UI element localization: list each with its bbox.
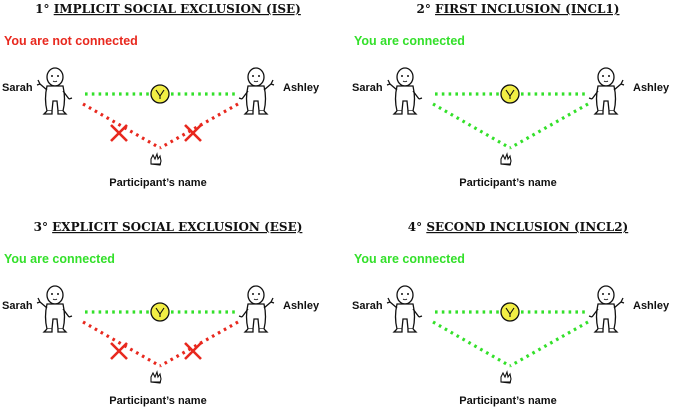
player-name-ashley: Ashley <box>633 82 670 94</box>
exclusion-cross-left <box>110 342 128 360</box>
exclusion-cross-right <box>184 342 202 360</box>
participant-hand-icon <box>500 153 512 166</box>
connection-status: You are connected <box>4 252 115 266</box>
panel-title-text: SECOND INCLUSION (INCL2) <box>426 220 628 234</box>
connection-status: You are not connected <box>4 34 138 48</box>
link-sarah-participant <box>432 320 511 368</box>
player-sarah-icon <box>36 67 73 115</box>
player-ashley-icon <box>588 285 625 333</box>
panel-number: 1° <box>35 2 54 16</box>
connection-status: You are connected <box>354 252 465 266</box>
panel-number: 3° <box>34 220 53 234</box>
link-ashley-participant <box>159 320 239 368</box>
ball-icon <box>150 302 170 322</box>
player-name-ashley: Ashley <box>633 300 670 312</box>
player-name-sarah: Sarah <box>352 300 383 312</box>
participant-name: Participant’s name <box>109 395 206 407</box>
link-sarah-participant <box>432 102 511 150</box>
player-sarah-icon <box>386 285 423 333</box>
player-name-ashley: Ashley <box>283 300 320 312</box>
panel-title: 3° EXPLICIT SOCIAL EXCLUSION (ESE) <box>34 220 303 234</box>
player-sarah-icon <box>386 67 423 115</box>
player-name-sarah: Sarah <box>2 82 33 94</box>
connection-status: You are connected <box>354 34 465 48</box>
player-sarah-icon <box>36 285 73 333</box>
player-name-sarah: Sarah <box>2 300 33 312</box>
link-ashley-participant <box>509 102 589 150</box>
exclusion-cross-left <box>110 124 128 142</box>
player-name-ashley: Ashley <box>283 82 320 94</box>
participant-name: Participant’s name <box>459 177 556 189</box>
player-name-sarah: Sarah <box>352 82 383 94</box>
link-ashley-participant <box>509 320 589 368</box>
panel-4: 4° SECOND INCLUSION (INCL2) You are conne… <box>352 220 670 407</box>
panel-title-text: EXPLICIT SOCIAL EXCLUSION (ESE) <box>52 220 302 234</box>
panel-title-text: FIRST INCLUSION (INCL1) <box>435 2 619 16</box>
ball-icon <box>150 84 170 104</box>
participant-hand-icon <box>500 371 512 384</box>
panel-2: 2° FIRST INCLUSION (INCL1) You are connec… <box>352 2 670 189</box>
exclusion-cross-right <box>184 124 202 142</box>
panel-number: 2° <box>417 2 436 16</box>
panel-title-text: IMPLICIT SOCIAL EXCLUSION (ISE) <box>54 2 301 16</box>
participant-name: Participant’s name <box>109 177 206 189</box>
panel-title: 4° SECOND INCLUSION (INCL2) <box>408 220 628 234</box>
panel-title: 2° FIRST INCLUSION (INCL1) <box>417 2 620 16</box>
player-ashley-icon <box>588 67 625 115</box>
participant-hand-icon <box>150 153 162 166</box>
player-ashley-icon <box>238 67 275 115</box>
panel-3: 3° EXPLICIT SOCIAL EXCLUSION (ESE) You ar… <box>2 220 320 407</box>
panel-1: 1° IMPLICIT SOCIAL EXCLUSION (ISE) You ar… <box>2 2 320 189</box>
link-sarah-participant <box>82 320 161 368</box>
ball-icon <box>500 84 520 104</box>
link-sarah-participant <box>82 102 161 150</box>
panel-title: 1° IMPLICIT SOCIAL EXCLUSION (ISE) <box>35 2 301 16</box>
participant-name: Participant’s name <box>459 395 556 407</box>
ball-icon <box>500 302 520 322</box>
participant-hand-icon <box>150 371 162 384</box>
player-ashley-icon <box>238 285 275 333</box>
link-ashley-participant <box>159 102 239 150</box>
panel-number: 4° <box>408 220 427 234</box>
